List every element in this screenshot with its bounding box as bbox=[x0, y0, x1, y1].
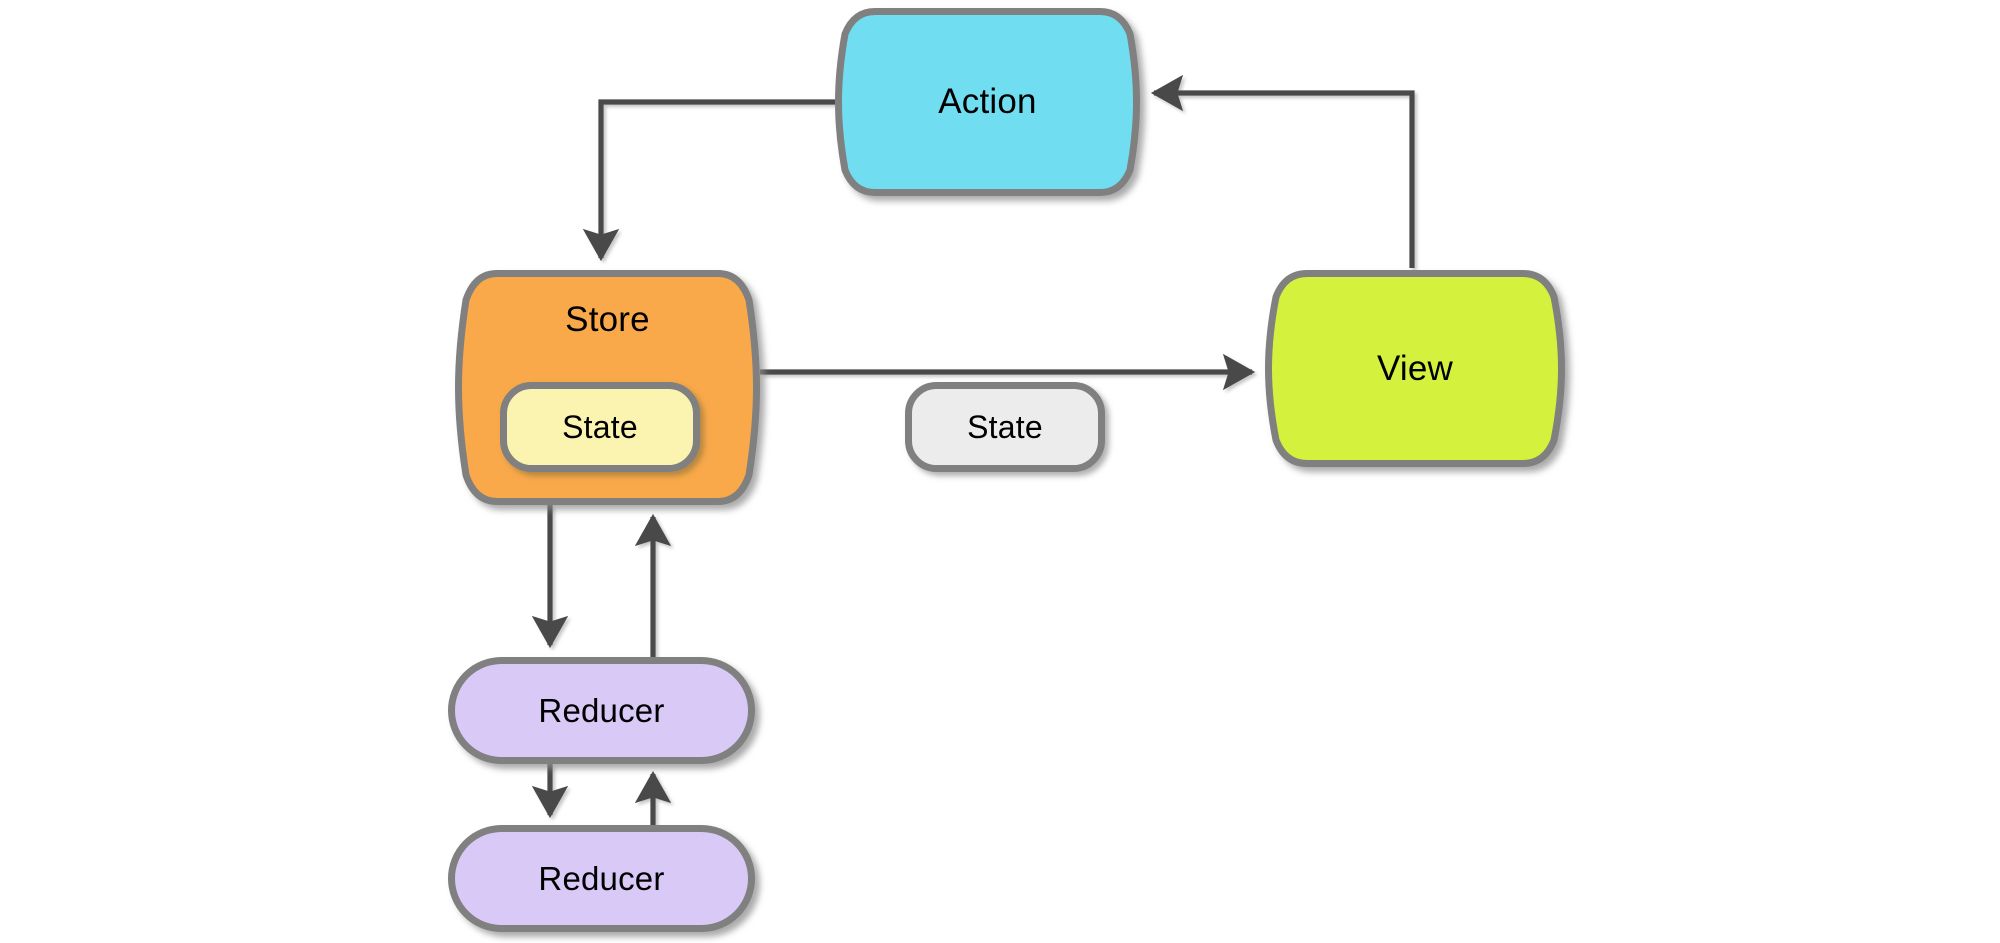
node-reducer-2[interactable]: Reducer bbox=[448, 825, 755, 932]
state-inner-shape bbox=[500, 382, 700, 472]
node-view-label: View bbox=[1376, 348, 1454, 388]
edge-action-to-store bbox=[582, 99, 835, 262]
node-state-inner-label: State bbox=[562, 408, 638, 445]
reducer-1-shape bbox=[448, 657, 755, 764]
node-state-inner[interactable]: State bbox=[500, 382, 700, 472]
reducer-2-shape bbox=[448, 825, 755, 932]
edge-view-to-action bbox=[1150, 74, 1415, 268]
node-state-wire[interactable]: State bbox=[905, 382, 1105, 472]
node-store-label: Store bbox=[565, 300, 650, 339]
node-reducer-2-label: Reducer bbox=[538, 859, 665, 897]
node-action-label: Action bbox=[938, 82, 1037, 121]
node-state-wire-label: State bbox=[967, 408, 1043, 445]
node-action[interactable]: Action bbox=[834, 8, 1141, 196]
action-shape bbox=[834, 8, 1141, 196]
node-reducer-1-label: Reducer bbox=[538, 691, 665, 729]
node-view[interactable]: View bbox=[1264, 270, 1566, 467]
view-shape bbox=[1264, 270, 1566, 467]
state-wire-shape bbox=[905, 382, 1105, 472]
node-reducer-1[interactable]: Reducer bbox=[448, 657, 755, 764]
